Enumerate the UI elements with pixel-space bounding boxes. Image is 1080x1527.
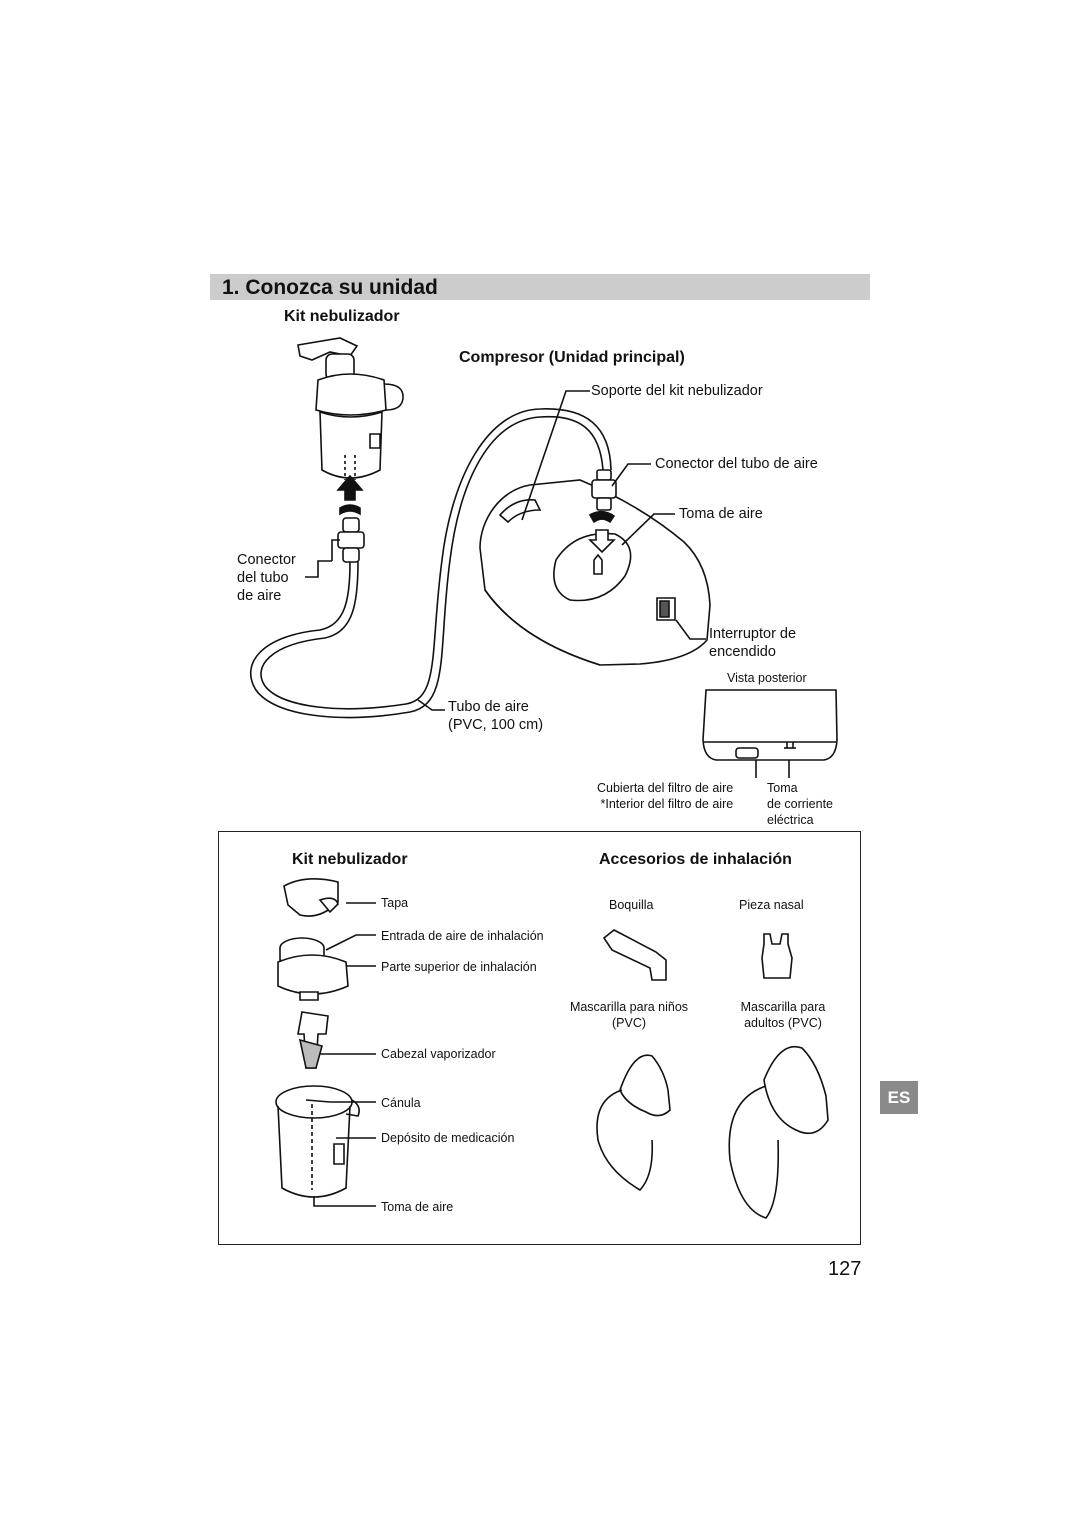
label-conector-tubo: Conector del tubo de aire [655, 456, 818, 472]
acc-mascarilla-adultos: Mascarilla para adultos (PVC) [740, 1000, 826, 1030]
label-tubo: Tubo de aire (PVC, 100 cm) [448, 699, 544, 733]
air-tube-drawing [251, 409, 611, 718]
part-deposito: Depósito de medicación [381, 1131, 515, 1145]
compressor-drawing [480, 480, 710, 665]
part-cabezal: Cabezal vaporizador [381, 1047, 496, 1061]
tube-connector-drawing [338, 518, 364, 562]
child-mask-drawing [597, 1055, 670, 1190]
label-conector-left: Conector del tubo de aire [237, 552, 296, 604]
part-entrada-aire: Entrada de aire de inhalación [381, 929, 544, 943]
nasal-piece-drawing [762, 934, 792, 978]
section-header-bar [210, 274, 870, 300]
acc-pieza-nasal: Pieza nasal [739, 898, 804, 912]
nebulizer-kit-drawing [298, 338, 403, 480]
section-title: 1. Conozca su unidad [222, 276, 438, 299]
parts-box [218, 831, 861, 1245]
kit-nebulizador-heading: Kit nebulizador [284, 308, 400, 325]
part-canula: Cánula [381, 1096, 421, 1110]
acc-mascarilla-ninos: Mascarilla para niños (PVC) [569, 1000, 689, 1030]
language-tab: ES [880, 1081, 918, 1114]
accessories-heading: Accesorios de inhalación [599, 851, 792, 868]
acc-boquilla: Boquilla [609, 898, 654, 912]
label-soporte: Soporte del kit nebulizador [591, 383, 763, 399]
box-parts-drawing [276, 879, 376, 1206]
part-tapa: Tapa [381, 896, 409, 910]
rear-view-drawing [703, 690, 837, 778]
label-vista-posterior: Vista posterior [727, 671, 807, 685]
part-parte-superior: Parte superior de inhalación [381, 960, 537, 974]
adult-mask-drawing [729, 1047, 828, 1218]
label-toma-corriente: Toma de corriente eléctrica [767, 781, 834, 827]
mouthpiece-drawing [604, 930, 666, 980]
compressor-heading: Compresor (Unidad principal) [459, 349, 685, 366]
page-number: 127 [828, 1258, 862, 1280]
box-kit-heading: Kit nebulizador [292, 851, 408, 868]
label-toma-aire: Toma de aire [679, 506, 763, 522]
label-cubierta: Cubierta del filtro de aire *Interior de… [597, 781, 734, 811]
part-toma-aire: Toma de aire [381, 1200, 454, 1214]
label-interruptor: Interruptor de encendido [709, 626, 797, 660]
